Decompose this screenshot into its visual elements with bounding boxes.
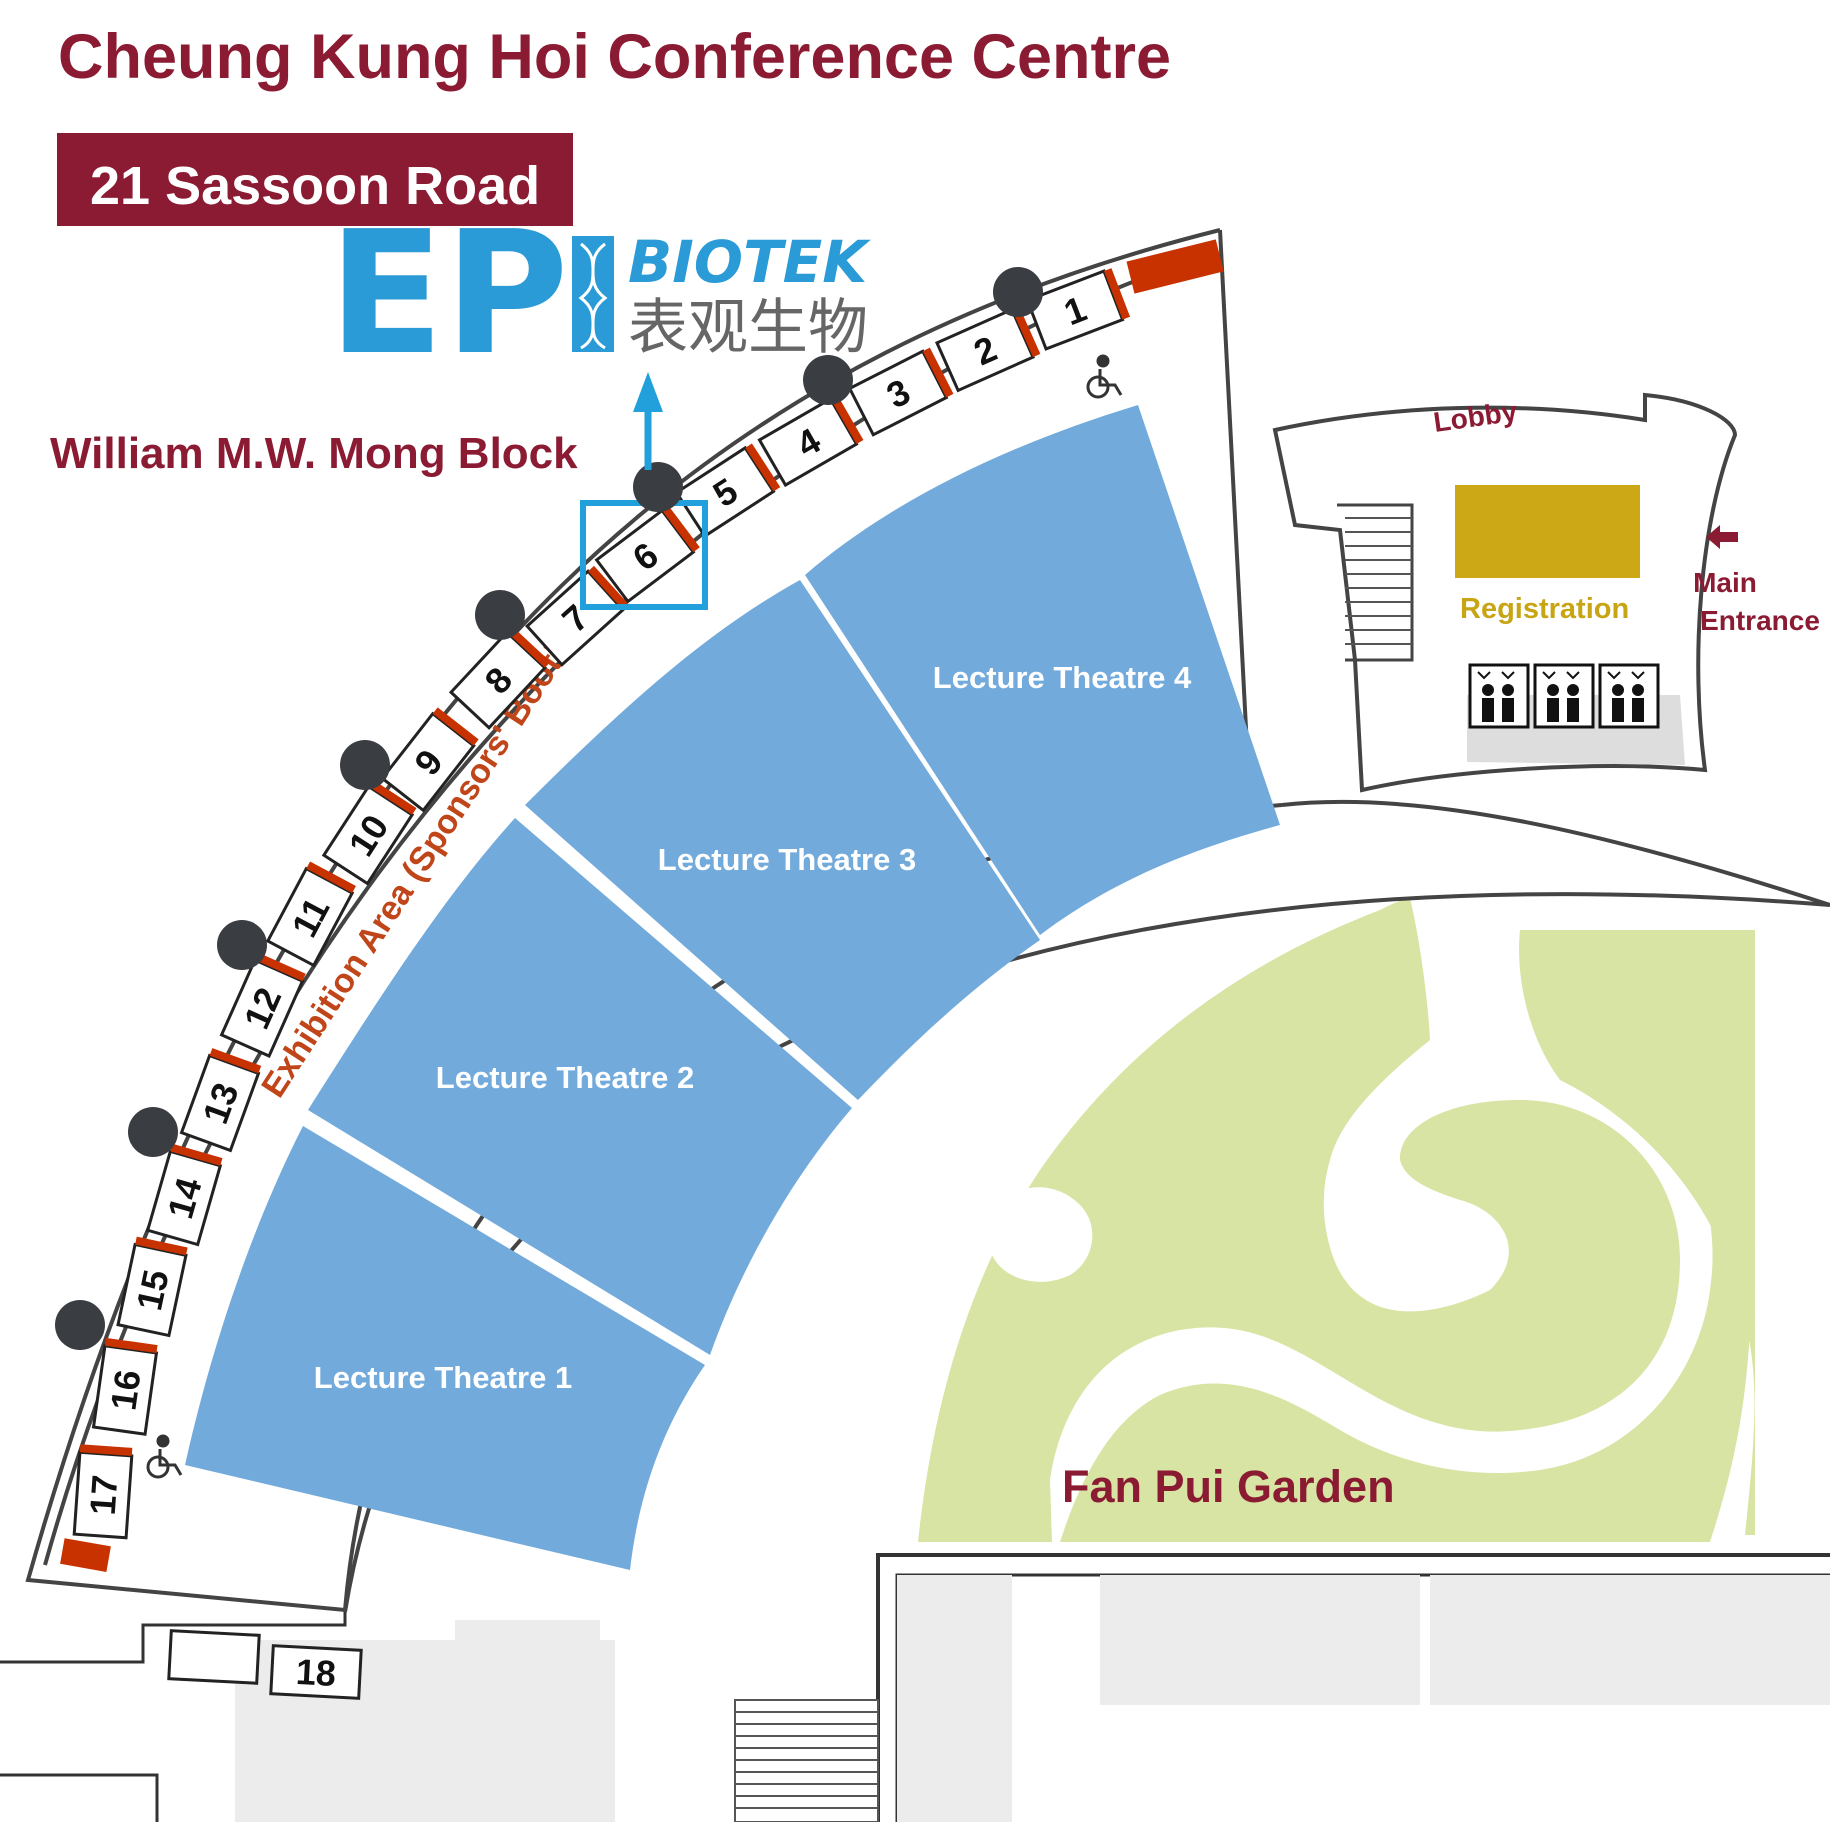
theatre-label-2: Lecture Theatre 2	[436, 1060, 694, 1095]
booth-box	[179, 1053, 261, 1153]
pillar	[217, 920, 267, 970]
booth-number: 17	[82, 1474, 126, 1517]
booth-8[interactable]: 8	[448, 626, 551, 730]
south-buildings	[235, 1553, 1830, 1822]
arrow-left-icon	[1706, 525, 1738, 549]
registration-desk	[1455, 485, 1640, 578]
booth-divider	[135, 1236, 188, 1256]
booth-9[interactable]: 9	[380, 707, 479, 813]
booth-divider	[830, 394, 864, 445]
main-entrance-line1: Main	[1693, 567, 1757, 598]
arrow-up-icon	[633, 372, 663, 470]
booth-divider	[922, 347, 954, 398]
road-badge: 21 Sassoon Road	[57, 133, 573, 226]
people-icon	[1598, 663, 1660, 729]
block-label: William M.W. Mong Block	[50, 429, 578, 478]
booth-divider	[1103, 268, 1131, 320]
booth-divider	[506, 626, 551, 668]
pillar	[128, 1107, 178, 1157]
booth-1[interactable]: 1	[1025, 268, 1131, 351]
booth-divider	[588, 565, 629, 610]
booth-divider	[306, 861, 356, 894]
logo-chinese: 表观生物	[628, 293, 868, 363]
booth-divider	[1011, 306, 1041, 358]
ep-biotek-logo: EP BIOTEK 表观生物	[328, 195, 871, 393]
booth-18[interactable]: 18	[269, 1644, 363, 1700]
fan-pui-garden: Fan Pui Garden	[918, 898, 1755, 1542]
booth-spare[interactable]	[167, 1629, 261, 1685]
garden-label: Fan Pui Garden	[1062, 1461, 1395, 1512]
booth-15[interactable]: 15	[116, 1236, 188, 1338]
booth-3[interactable]: 3	[847, 347, 954, 437]
people-icon	[1533, 663, 1595, 729]
booth-17[interactable]: 17	[72, 1444, 134, 1540]
logo-biotek: BIOTEK	[628, 228, 871, 296]
booth-box	[525, 569, 625, 667]
booth-divider	[254, 952, 306, 982]
booth-11[interactable]: 11	[265, 861, 356, 968]
booth-divider	[745, 443, 781, 492]
registration-label: Registration	[1460, 593, 1629, 625]
pillar	[633, 462, 683, 512]
pillar	[803, 355, 853, 405]
theatre-label-4: Lecture Theatre 4	[933, 660, 1192, 695]
booth-number: 16	[102, 1367, 148, 1412]
main-entrance-line2: Entrance	[1700, 605, 1820, 636]
end-block	[1126, 239, 1224, 294]
booth-4[interactable]: 4	[757, 394, 864, 488]
pillar	[55, 1300, 105, 1350]
map-title: Cheung Kung Hoi Conference Centre	[58, 22, 1171, 92]
wheelchair-icon	[1086, 354, 1123, 399]
booth-box	[380, 711, 476, 813]
booth-divider	[368, 779, 417, 815]
wheelchair-icon	[146, 1434, 183, 1479]
stairs-icon	[735, 1711, 878, 1809]
booth-divider	[104, 1337, 158, 1354]
theatre-label-1: Lecture Theatre 1	[314, 1360, 572, 1395]
booth-divider	[79, 1444, 133, 1456]
booth-box	[847, 349, 949, 437]
stairs-icon	[1345, 517, 1412, 645]
people-icon	[1468, 663, 1530, 729]
booth-18-number: 18	[295, 1651, 337, 1694]
booth-12[interactable]: 12	[219, 952, 306, 1059]
road-label: 21 Sassoon Road	[90, 156, 540, 216]
booth-box	[757, 396, 859, 488]
pillar	[340, 740, 390, 790]
pillars	[55, 267, 1043, 1350]
booth-box	[448, 630, 548, 730]
dna-icon	[572, 236, 614, 352]
booth-13[interactable]: 13	[179, 1048, 262, 1153]
lecture-theatres: Lecture Theatre 4 Lecture Theatre 3 Lect…	[185, 405, 1280, 1570]
pillar	[993, 267, 1043, 317]
booth-divider	[170, 1143, 223, 1166]
booth-divider	[662, 505, 700, 553]
theatre-label-3: Lecture Theatre 3	[658, 842, 916, 877]
end-block	[60, 1538, 111, 1572]
booth-6[interactable]: 6	[594, 505, 700, 604]
booth-16[interactable]: 16	[91, 1337, 159, 1436]
logo-ep: EP	[328, 195, 569, 393]
booth-5[interactable]: 5	[674, 443, 781, 539]
west-walls	[0, 1610, 347, 1822]
booth-box	[116, 1242, 188, 1338]
lobby-area: Lobby Registration Main Entranc	[1272, 392, 1820, 793]
booth-2[interactable]: 2	[934, 306, 1041, 393]
pillar	[475, 590, 525, 640]
booth-7[interactable]: 7	[525, 565, 629, 667]
booth-10[interactable]: 10	[321, 779, 417, 886]
booth-number: 15	[128, 1266, 176, 1314]
booth-box	[91, 1344, 159, 1436]
booth-divider	[209, 1048, 262, 1074]
booth-14[interactable]: 14	[145, 1143, 223, 1247]
booth-divider	[432, 707, 479, 746]
